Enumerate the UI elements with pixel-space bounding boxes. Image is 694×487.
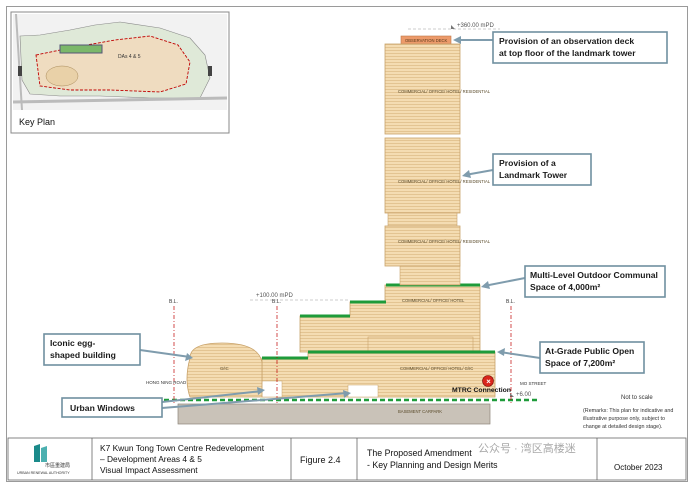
- road-left-label: HONG NING ROAD: [146, 380, 187, 385]
- callout-egg-line1: Iconic egg-: [50, 338, 95, 348]
- callout-windows-text: Urban Windows: [70, 403, 135, 413]
- key-plan-label: Key Plan: [19, 117, 55, 127]
- project-line1: K7 Kwun Tong Town Centre Redevelopment: [100, 443, 265, 453]
- figure-number: Figure 2.4: [300, 455, 341, 465]
- drawing-frame: [6, 6, 688, 482]
- mtr-connection: ✕ MTRC Connection: [452, 375, 511, 394]
- callout-egg-building: Iconic egg- shaped building: [43, 333, 141, 366]
- callout-atgrade-line1: At-Grade Public Open: [545, 346, 634, 356]
- callout-observation-deck: Provision of an observation deck at top …: [492, 31, 668, 64]
- podium-level-label: +100.00 mPD: [256, 293, 294, 299]
- key-plan-map: DAs 4 & 5: [12, 13, 228, 111]
- podium-use-label-lower: COMMERCIAL/ OFFICE/ HOTEL/ G/IC: [400, 366, 473, 371]
- podium: COMMERCIAL/ OFFICE/ HOTEL COMMERCIAL/ OF…: [261, 283, 496, 398]
- level-marker-ground: +6.00: [510, 392, 532, 398]
- callout-landmark-line1: Provision of a: [499, 158, 556, 168]
- level-marker-top: +360.00 mPD: [408, 23, 500, 30]
- bl-left: B.L.: [272, 299, 281, 305]
- callout-arrows: [139, 36, 541, 409]
- level-marker-podium: +100.00 mPD: [250, 293, 348, 301]
- callout-outdoor-line2: Space of 4,000m²: [530, 282, 600, 292]
- observation-deck-label: OBSERVATION DECK: [405, 38, 448, 43]
- key-plan-map-label: DAs 4 & 5: [118, 54, 141, 60]
- org-en: URBAN RENEWAL AUTHORITY: [17, 471, 70, 475]
- watermark: 公众号 · 湾区高楼迷: [478, 441, 576, 455]
- project-line2: – Development Areas 4 & 5: [100, 454, 202, 464]
- tower-use-label-3: COMMERCIAL/ OFFICE/ HOTEL/ RESIDENTIAL: [398, 239, 491, 244]
- callout-observation-line1: Provision of an observation deck: [499, 36, 634, 46]
- remarks-line2: illustrative purpose only, subject to: [583, 416, 665, 422]
- egg-label: G/IC: [220, 366, 229, 371]
- urban-window-2: [347, 384, 379, 398]
- basement-label: BASEMENT CARPARK: [398, 409, 442, 414]
- bl-right: B.L.: [506, 299, 515, 305]
- callout-outdoor-line1: Multi-Level Outdoor Communal: [530, 270, 658, 280]
- road-right-label: MO STREET: [520, 381, 547, 386]
- title-line2: - Key Planning and Design Merits: [367, 460, 498, 470]
- svg-text:✕: ✕: [486, 379, 491, 386]
- project-line3: Visual Impact Assessment: [100, 465, 198, 475]
- callout-atgrade-line2: Space of 7,200m²: [545, 358, 615, 368]
- urban-window-1: [261, 380, 283, 398]
- top-level-label: +360.00 mPD: [457, 23, 495, 29]
- ground-level-label: +6.00: [516, 392, 532, 398]
- ura-logo-icon: [34, 444, 40, 462]
- remarks-line1: (Remarks: This plan for indicative and: [583, 408, 673, 414]
- callout-landmark-line2: Landmark Tower: [499, 170, 568, 180]
- date: October 2023: [614, 463, 663, 472]
- callout-urban-windows: Urban Windows: [61, 397, 163, 418]
- scale-note: Not to scale: [621, 395, 653, 401]
- mtr-label: MTRC Connection: [452, 387, 511, 394]
- title-block: 市區重建局 URBAN RENEWAL AUTHORITY K7 Kwun To…: [7, 437, 687, 481]
- tower-use-label-2: COMMERCIAL/ OFFICE/ HOTEL/ RESIDENTIAL: [398, 179, 491, 184]
- ura-logo: 市區重建局 URBAN RENEWAL AUTHORITY: [17, 444, 70, 475]
- bl-far-left: B.L.: [169, 299, 178, 305]
- callout-outdoor-space: Multi-Level Outdoor Communal Space of 4,…: [524, 265, 666, 298]
- callout-at-grade-space: At-Grade Public Open Space of 7,200m²: [539, 341, 645, 374]
- key-plan: DAs 4 & 5 Key Plan: [10, 11, 230, 134]
- basement-carpark: BASEMENT CARPARK: [177, 403, 491, 425]
- callout-observation-line2: at top floor of the landmark tower: [499, 48, 636, 58]
- callout-landmark-tower: Provision of a Landmark Tower: [492, 153, 592, 186]
- remarks-line3: change at detailed design stage).: [583, 424, 662, 430]
- podium-use-label-upper: COMMERCIAL/ OFFICE/ HOTEL: [402, 298, 465, 303]
- landmark-tower: OBSERVATION DECK COMMERCIAL/ OFFICE/ HOT…: [384, 35, 491, 286]
- egg-shaped-building: G/IC: [186, 342, 263, 398]
- mtr-icon: [482, 375, 494, 387]
- title-line1: The Proposed Amendment: [367, 448, 472, 458]
- tower-use-label-1: COMMERCIAL/ OFFICE/ HOTEL/ RESIDENTIAL: [398, 89, 491, 94]
- org-cn: 市區重建局: [45, 462, 70, 469]
- callout-egg-line2: shaped building: [50, 350, 116, 360]
